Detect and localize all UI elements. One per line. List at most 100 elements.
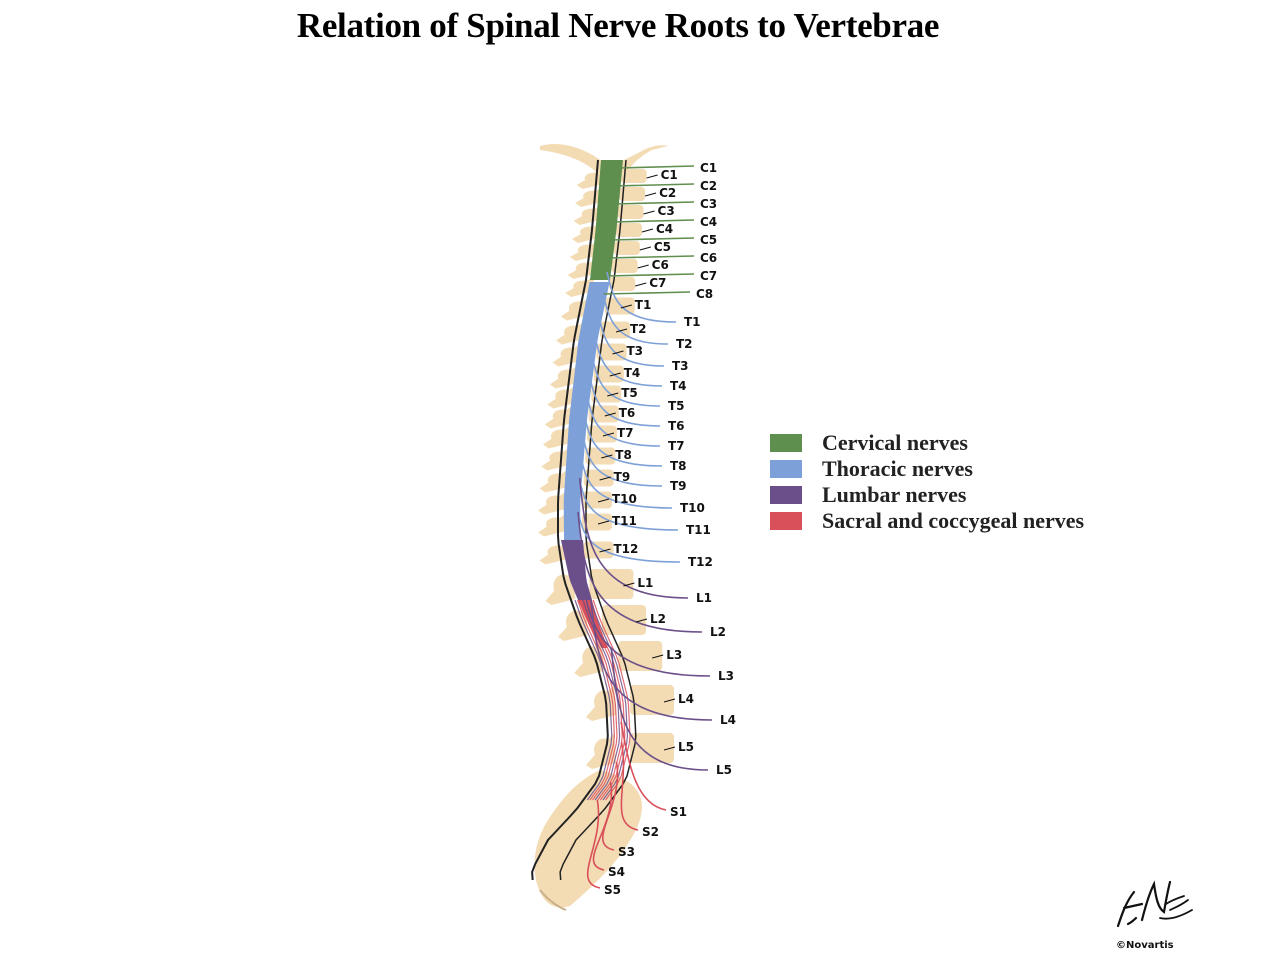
nerve-root — [586, 799, 601, 889]
nerve-root — [582, 435, 663, 487]
nerve-label: L3 — [718, 669, 734, 683]
nerve-root — [617, 165, 695, 169]
vertebra-label: L4 — [678, 692, 694, 706]
nerve-label: T1 — [684, 315, 701, 329]
vertebral-body — [588, 405, 619, 423]
vertebral-body — [591, 385, 622, 403]
vertebra-leader — [635, 618, 648, 623]
vertebra-leader — [607, 392, 619, 397]
lamina — [547, 473, 568, 487]
nerve-label: T3 — [672, 359, 689, 373]
vertebra-leader — [599, 476, 611, 481]
sacrum — [534, 770, 642, 908]
vertebral-body — [630, 733, 674, 763]
nerve-label: T7 — [668, 439, 685, 453]
nerve-root — [606, 271, 677, 323]
vertebra-leader — [635, 282, 647, 287]
lamina — [546, 517, 566, 531]
vertebral-body — [602, 605, 646, 635]
vertebra-leader — [637, 264, 649, 269]
vertebra-leader — [663, 746, 676, 751]
vertebra-label: C6 — [652, 258, 669, 272]
nerve-label: T10 — [680, 501, 705, 515]
lamina — [547, 545, 568, 559]
legend-item-thoracic: Thoracic nerves — [770, 456, 1084, 482]
nerve-root — [615, 183, 695, 187]
vertebral-body — [586, 425, 617, 443]
legend-item-lumbar: Lumbar nerves — [770, 482, 1084, 508]
lamina — [546, 495, 566, 509]
nerve-label: C4 — [700, 215, 717, 229]
legend: Cervical nerves Thoracic nerves Lumbar n… — [770, 430, 1084, 534]
vertebra-label: T11 — [612, 514, 637, 528]
skull-base — [540, 143, 668, 176]
nerve-label: T8 — [670, 459, 687, 473]
lamina — [550, 429, 571, 443]
legend-swatch — [770, 512, 802, 530]
vertebral-body — [589, 569, 634, 599]
legend-swatch — [770, 460, 802, 478]
nerve-root — [614, 201, 695, 205]
nerve-label: L5 — [716, 763, 732, 777]
nerve-label: L4 — [720, 713, 736, 727]
vertebral-body — [609, 277, 636, 291]
cauda-equina-strand — [587, 599, 626, 801]
lamina — [557, 369, 578, 383]
vertebral-body — [618, 641, 663, 671]
copyright-text: ©Novartis — [1116, 940, 1174, 951]
vertebra-leader — [602, 432, 615, 437]
nerve-root — [578, 479, 679, 531]
nerve-label: T11 — [686, 523, 711, 537]
nerve-root — [577, 511, 681, 563]
nerve-root — [612, 219, 695, 223]
vertebra-label: C7 — [649, 276, 666, 290]
vertebra-label: C3 — [658, 204, 675, 218]
vertebra-label: C2 — [659, 186, 676, 200]
vertebra-label: T5 — [621, 386, 638, 400]
vertebra-leader — [646, 174, 658, 179]
legend-label: Sacral and coccygeal nerves — [822, 508, 1085, 533]
cord-cervical — [589, 160, 623, 280]
nerve-label: T12 — [688, 555, 713, 569]
canal-anterior-wall — [559, 159, 637, 881]
nerve-root — [577, 511, 703, 633]
vertebral-body — [613, 241, 640, 255]
vertebra-label: T3 — [627, 344, 644, 358]
nerve-root — [583, 415, 663, 467]
vertebral-body — [617, 205, 644, 219]
nerve-root — [580, 457, 673, 509]
vertebral-body — [583, 541, 614, 559]
canal-posterior-wall — [531, 159, 609, 881]
nerve-root — [610, 237, 695, 241]
nerve-label: S4 — [608, 865, 625, 879]
page-title: Relation of Spinal Nerve Roots to Verteb… — [296, 6, 940, 45]
vertebra-leader — [643, 210, 655, 215]
lamina — [555, 389, 576, 403]
nerve-label: T2 — [676, 337, 693, 351]
lamina — [564, 325, 584, 339]
nerve-label: T5 — [668, 399, 685, 413]
legend-item-sacral: Sacral and coccygeal nerves — [770, 508, 1084, 534]
vertebra-leader — [644, 192, 657, 197]
nerve-root — [590, 599, 713, 721]
vertebra-label: T1 — [635, 298, 652, 312]
cauda-equina-strand — [577, 599, 616, 801]
nerve-label: S3 — [618, 845, 635, 859]
vertebra-label: L1 — [637, 576, 653, 590]
vertebra-label: T10 — [612, 492, 637, 506]
nerve-roots — [577, 165, 713, 889]
nerve-label: C1 — [700, 161, 717, 175]
coccyx — [539, 889, 567, 911]
nerve-root — [578, 477, 689, 599]
vertebral-body — [611, 259, 638, 273]
lamina — [573, 280, 594, 292]
nerve-label: S5 — [604, 883, 621, 897]
nerve-label: S2 — [642, 825, 659, 839]
nerve-root — [603, 291, 691, 295]
lamina — [581, 208, 602, 220]
vertebra-leader — [652, 654, 664, 659]
nerve-label: C6 — [700, 251, 717, 265]
nerve-root — [620, 741, 639, 831]
vertebra-label: T4 — [624, 366, 641, 380]
